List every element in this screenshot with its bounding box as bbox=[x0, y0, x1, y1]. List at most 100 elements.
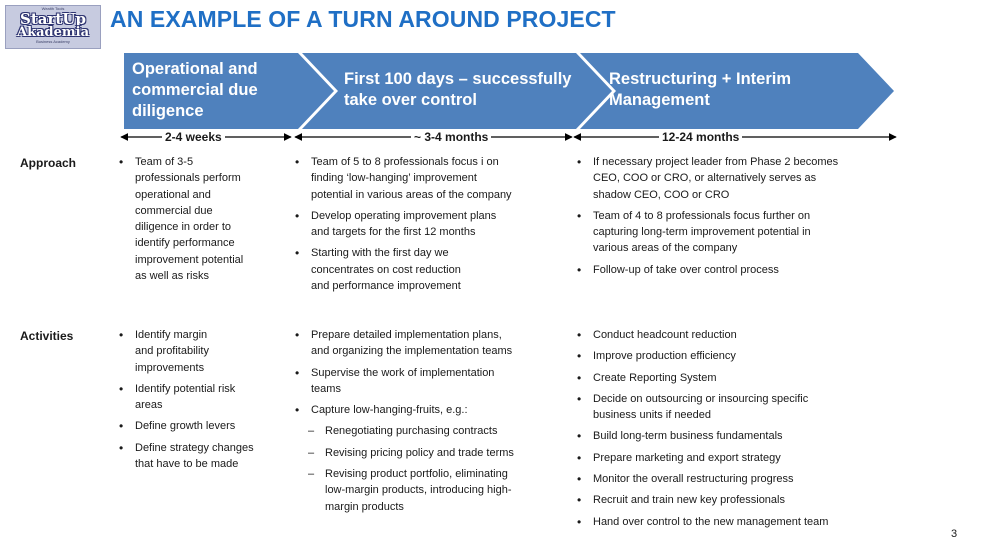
bullet-item: Team of 3-5 professionals perform operatio… bbox=[119, 154, 289, 284]
bullet-line: commercial due bbox=[135, 204, 213, 217]
bullet-line: improvement potential bbox=[135, 253, 244, 266]
phase-3-chevron bbox=[580, 53, 894, 129]
bullet-item: Conduct headcount reduction bbox=[577, 327, 877, 344]
bullet-item: Capture low-hanging-fruits, e.g.: bbox=[295, 402, 565, 419]
bullet-line: Starting with the first day we bbox=[311, 247, 449, 260]
bullet-item: If necessary project leader from Phase 2… bbox=[577, 154, 877, 203]
bullet-line: operational and bbox=[135, 188, 211, 201]
bullet-item: Team of 5 to 8 professionals focus i on f… bbox=[295, 154, 565, 203]
bullet-line: Decide on outsourcing or insourcing spec… bbox=[593, 392, 809, 405]
bullet-item: Identify margin and profitability improvem… bbox=[119, 327, 289, 376]
bullet-line: Capture low-hanging-fruits, e.g.: bbox=[311, 404, 468, 417]
phase-2-duration: ~ 3-4 months bbox=[411, 130, 492, 144]
bullet-line: Team of 3-5 bbox=[135, 156, 194, 168]
bullet-line: Recruit and train new key professionals bbox=[593, 494, 785, 507]
logo-line-1: StartUp bbox=[20, 10, 86, 28]
bullet-line: Identify margin bbox=[135, 329, 208, 341]
phase-chevrons bbox=[124, 53, 894, 129]
sub-bullet-item: Revising product portfolio, eliminating l… bbox=[295, 466, 565, 515]
bullet-line: Team of 5 to 8 professionals focus i on bbox=[311, 156, 499, 168]
bullet-item: Recruit and train new key professionals bbox=[577, 492, 877, 509]
bullet-item: Improve production efficiency bbox=[577, 348, 877, 365]
bullet-line: and profitability bbox=[135, 345, 209, 358]
bullet-line: identify performance bbox=[135, 237, 235, 250]
approach-phase-1-list: Team of 3-5 professionals perform operatio… bbox=[119, 154, 289, 289]
bullet-line: Team of 4 to 8 professionals focus furth… bbox=[593, 209, 811, 222]
bullet-line: Follow-up of take over control process bbox=[593, 263, 779, 276]
bullet-line: Monitor the overall restructuring progre… bbox=[593, 473, 794, 486]
logo-tagline-top: Wealth Tools bbox=[41, 6, 65, 11]
sub-bullet-item: Renegotiating purchasing contracts bbox=[295, 423, 565, 440]
bullet-line: Create Reporting System bbox=[593, 371, 717, 384]
phase-2-chevron bbox=[302, 53, 612, 129]
phase-2-title: First 100 days – successfully take over … bbox=[344, 70, 572, 109]
bullet-item: Starting with the first day we concentrat… bbox=[295, 245, 565, 294]
bullet-line: low-margin products, introducing high- bbox=[325, 484, 512, 497]
row-label-activities: Activities bbox=[20, 329, 74, 343]
approach-phase-3-list: If necessary project leader from Phase 2… bbox=[577, 154, 877, 283]
bullet-line: concentrates on cost reduction bbox=[311, 263, 461, 276]
logo-tagline-bottom: Business Academy bbox=[36, 39, 70, 44]
bullet-line: business units if needed bbox=[593, 409, 712, 422]
bullet-item: Decide on outsourcing or insourcing spec… bbox=[577, 391, 877, 424]
bullet-item: Supervise the work of implementation team… bbox=[295, 365, 565, 398]
approach-phase-2-list: Team of 5 to 8 professionals focus i on f… bbox=[295, 154, 565, 299]
startup-akademia-logo: Wealth Tools StartUp Akademia Business A… bbox=[5, 5, 101, 49]
bullet-item: Hand over control to the new management … bbox=[577, 514, 877, 531]
bullet-line: Develop operating improvement plans bbox=[311, 209, 497, 222]
bullet-line: margin products bbox=[325, 500, 404, 513]
bullet-line: If necessary project leader from Phase 2… bbox=[593, 156, 839, 168]
activities-phase-3-list: Conduct headcount reductionImprove produ… bbox=[577, 327, 877, 535]
bullet-line: Conduct headcount reduction bbox=[593, 329, 737, 341]
bullet-line: Define strategy changes bbox=[135, 441, 254, 454]
phase-1-title: Operational and commercial due diligence bbox=[132, 60, 258, 120]
activities-phase-1-list: Identify margin and profitability improvem… bbox=[119, 327, 289, 477]
bullet-item: Create Reporting System bbox=[577, 370, 877, 387]
bullet-line: that have to be made bbox=[135, 458, 239, 471]
bullet-item: Prepare detailed implementation plans,an… bbox=[295, 327, 565, 360]
bullet-line: Improve production efficiency bbox=[593, 350, 736, 363]
bullet-item: Define growth levers bbox=[119, 418, 289, 435]
bullet-line: Revising product portfolio, eliminating bbox=[325, 468, 508, 481]
bullet-line: professionals perform bbox=[135, 172, 241, 185]
bullet-line: Supervise the work of implementation bbox=[311, 366, 495, 379]
bullet-line: and performance improvement bbox=[311, 280, 461, 293]
bullet-line: Define growth levers bbox=[135, 420, 236, 433]
bullet-item: Identify potential risk areas bbox=[119, 381, 289, 414]
phase-3-title: Restructuring + Interim Management bbox=[609, 70, 791, 109]
row-label-approach: Approach bbox=[20, 156, 77, 170]
bullet-line: diligence in order to bbox=[135, 221, 232, 234]
bullet-line: Prepare marketing and export strategy bbox=[593, 451, 781, 464]
bullet-line: and targets for the first 12 months bbox=[311, 226, 476, 239]
activities-phase-2-list: Prepare detailed implementation plans,an… bbox=[295, 327, 565, 520]
bullet-line: Hand over control to the new management … bbox=[593, 515, 829, 528]
bullet-line: Build long-term business fundamentals bbox=[593, 430, 783, 443]
bullet-line: improvements bbox=[135, 361, 205, 374]
bullet-item: Develop operating improvement plans and t… bbox=[295, 208, 565, 241]
bullet-line: CEO, COO or CRO, or alternatively serves… bbox=[593, 172, 817, 185]
phase-1-chevron bbox=[124, 53, 334, 129]
sub-bullet-item: Revising pricing policy and trade terms bbox=[295, 445, 565, 462]
bullet-item: Team of 4 to 8 professionals focus furth… bbox=[577, 208, 877, 257]
bullet-line: Identify potential risk bbox=[135, 382, 236, 395]
bullet-line: Revising pricing policy and trade terms bbox=[325, 446, 514, 459]
bullet-item: Prepare marketing and export strategy bbox=[577, 450, 877, 467]
bullet-line: finding ‘low-hanging’ improvement bbox=[311, 172, 477, 185]
bullet-line: capturing long-term improvement potentia… bbox=[593, 226, 811, 239]
phase-1-duration: 2-4 weeks bbox=[162, 130, 225, 144]
bullet-line: teams bbox=[311, 382, 341, 395]
bullet-line: various areas of the company bbox=[593, 242, 738, 255]
page-number: 3 bbox=[951, 528, 958, 540]
bullet-line: Prepare detailed implementation plans, bbox=[311, 329, 502, 341]
bullet-line: as well as risks bbox=[135, 270, 209, 283]
phase-3-duration: 12-24 months bbox=[659, 130, 743, 144]
bullet-item: Monitor the overall restructuring progre… bbox=[577, 471, 877, 488]
bullet-line: areas bbox=[135, 399, 163, 412]
bullet-item: Build long-term business fundamentals bbox=[577, 428, 877, 445]
bullet-line: potential in various areas of the compan… bbox=[311, 188, 512, 201]
logo-line-2: Akademia bbox=[17, 25, 89, 40]
bullet-item: Follow-up of take over control process bbox=[577, 262, 877, 279]
page-title: AN EXAMPLE OF A TURN AROUND PROJECT bbox=[110, 6, 616, 32]
bullet-line: Renegotiating purchasing contracts bbox=[325, 425, 498, 438]
bullet-item: Define strategy changes that have to be m… bbox=[119, 440, 289, 473]
